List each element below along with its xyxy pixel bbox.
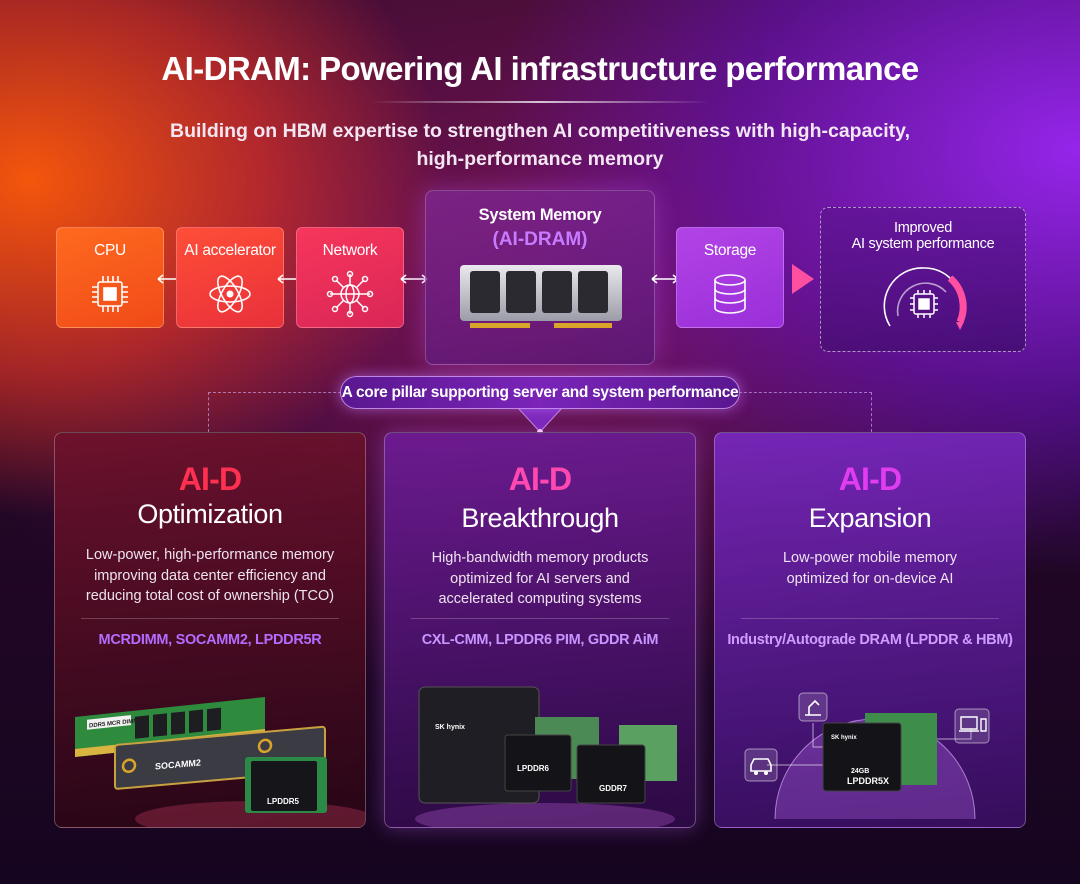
- page-title: AI-DRAM: Powering AI infrastructure perf…: [161, 50, 919, 87]
- database-icon: [714, 274, 746, 314]
- expansion-card: AI-D Expansion Low-power mobile memory o…: [714, 432, 1026, 828]
- title-divider: [370, 101, 710, 103]
- card-brand: AI-D: [178, 461, 242, 497]
- lpddr5x-type-label: LPDDR5X: [847, 776, 889, 786]
- card-divider: [741, 618, 999, 619]
- double-arrow-icon: [157, 274, 185, 284]
- lpddr6-label: LPDDR6: [517, 764, 550, 773]
- cpu-icon: [92, 276, 128, 312]
- robot-arm-icon: [798, 692, 828, 722]
- network-node: Network: [296, 227, 404, 328]
- card-description: Low-power mobile memory optimized for on…: [725, 548, 1015, 589]
- pillar-banner: A core pillar supporting server and syst…: [340, 376, 740, 409]
- atom-icon: [209, 275, 251, 313]
- card-products: MCRDIMM, SOCAMM2, LPDDR5R: [98, 632, 322, 648]
- socamm-label: SOCAMM2: [155, 757, 201, 771]
- desc-line: Low-power, high-performance memory: [85, 547, 335, 563]
- lpddr5-chip: LPDDR5: [245, 757, 327, 813]
- ai-accelerator-node: AI accelerator: [176, 227, 284, 328]
- network-node-label: Network: [322, 242, 378, 259]
- card-brand: AI-D: [838, 461, 902, 497]
- expansion-memory-illustration: SK hynix 24GB LPDDR5X: [744, 692, 990, 820]
- performance-gauge-icon: [883, 267, 967, 330]
- card-divider: [411, 618, 669, 619]
- card-divider: [81, 618, 339, 619]
- cpu-node-label: CPU: [94, 242, 126, 259]
- lpddr5x-maker-label: SK hynix: [831, 735, 857, 741]
- dram-module-icon: [460, 265, 622, 328]
- improved-performance-node: Improved AI system performance: [820, 207, 1026, 352]
- cxl-maker-label: SK hynix: [435, 724, 465, 731]
- lpddr5x-capacity-label: 24GB: [851, 768, 869, 775]
- ai-dram-label: (AI-DRAM): [492, 229, 588, 250]
- lpddr6-chip: LPDDR6: [504, 734, 572, 792]
- gddr7-label: GDDR7: [599, 784, 628, 793]
- double-arrow-icon: [651, 274, 679, 284]
- optimization-card: AI-D Optimization Low-power, high-perfor…: [54, 432, 366, 828]
- system-memory-label: System Memory: [478, 206, 602, 224]
- card-description: High-bandwidth memory products optimized…: [395, 548, 685, 610]
- card-description: Low-power, high-performance memory impro…: [65, 545, 355, 607]
- double-arrow-icon: [400, 274, 428, 284]
- car-icon: [744, 748, 778, 782]
- cpu-node: CPU: [56, 227, 164, 328]
- ai-system-performance-label: AI system performance: [851, 236, 995, 252]
- desc-line: accelerated computing systems: [438, 591, 642, 607]
- pillar-pointer: [518, 408, 562, 434]
- card-products: Industry/Autograde DRAM (LPDDR & HBM): [727, 632, 1013, 648]
- desc-line: optimized for AI servers and: [450, 570, 630, 587]
- system-memory-node: System Memory (AI-DRAM): [425, 190, 655, 365]
- laptop-phone-icon: [954, 708, 990, 744]
- desc-line: reducing total cost of ownership (TCO): [85, 588, 335, 604]
- storage-node: Storage: [676, 227, 784, 328]
- lpddr5-label: LPDDR5: [267, 797, 300, 806]
- optimization-memory-illustration: DDR5 MCR DIMM SOCAMM2 LPDDR5: [75, 697, 365, 827]
- card-name: Expansion: [808, 503, 932, 533]
- breakthrough-memory-illustration: SK hynix LPDDR6 GDDR7: [415, 686, 677, 827]
- desc-line: optimized for on-device AI: [786, 570, 954, 587]
- desc-line: improving data center efficiency and: [94, 567, 326, 584]
- improved-label: Improved: [893, 220, 953, 236]
- card-name: Breakthrough: [461, 503, 619, 533]
- desc-line: Low-power mobile memory: [782, 550, 958, 566]
- lpddr5x-chip: SK hynix 24GB LPDDR5X: [822, 722, 902, 792]
- card-brand: AI-D: [508, 461, 572, 497]
- chevron-right-icon: [792, 264, 814, 294]
- desc-line: High-bandwidth memory products: [431, 550, 649, 566]
- dimm-label: DDR5 MCR DIMM: [89, 718, 138, 729]
- subtitle-line-1: Building on HBM expertise to strengthen …: [169, 120, 910, 142]
- double-arrow-icon: [277, 274, 305, 284]
- breakthrough-card: AI-D Breakthrough High-bandwidth memory …: [384, 432, 696, 828]
- card-name: Optimization: [137, 499, 283, 529]
- gddr7-chip: GDDR7: [576, 744, 646, 804]
- ai-accelerator-node-label: AI accelerator: [184, 242, 276, 259]
- storage-node-label: Storage: [703, 242, 757, 259]
- network-globe-icon: [326, 270, 374, 318]
- card-products: CXL-CMM, LPDDR6 PIM, GDDR AiM: [421, 632, 659, 648]
- subtitle-line-2: high-performance memory: [416, 148, 664, 170]
- page-subtitle: Building on HBM expertise to strengthen …: [100, 117, 980, 173]
